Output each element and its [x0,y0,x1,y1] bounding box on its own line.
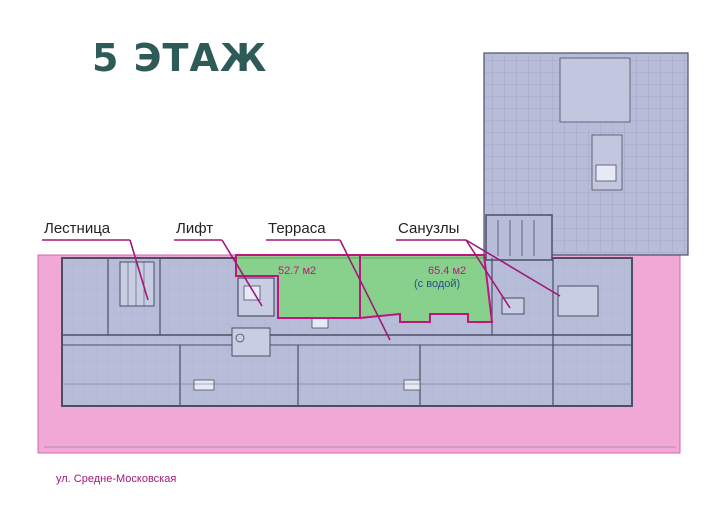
callout-stairs: Лестница [44,220,111,237]
street-label: ул. Средне-Московская [56,473,177,485]
callout-lift: Лифт [176,220,214,237]
callout-lines [42,239,561,341]
terrace-right-area: 65.4 м2 [428,265,466,277]
floor-title: 5 ЭТАЖ [92,36,268,80]
terrace-right-note: (с водой) [414,278,460,290]
terrace-right [359,254,494,323]
dimension-lines [44,383,676,448]
callout-terrace: Терраса [268,220,326,237]
terrace-left-area: 52.7 м2 [278,265,316,277]
callout-bathrooms: Санузлы [398,220,460,237]
terrace-zone [235,254,494,323]
